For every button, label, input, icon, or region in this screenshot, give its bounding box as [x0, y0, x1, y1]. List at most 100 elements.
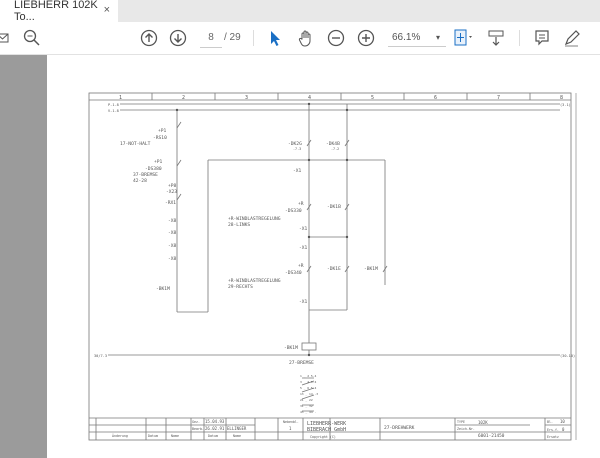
terminal-label: -X1 [299, 245, 308, 251]
zoom-out-button[interactable] [326, 28, 346, 48]
column-number: 8 [560, 95, 563, 101]
column-number: 6 [434, 95, 437, 101]
comment-icon[interactable] [532, 28, 552, 48]
terminal-label: -X1 [299, 299, 308, 305]
toolbar-divider [253, 30, 254, 46]
tb-label: Zeich-Nr. [457, 427, 475, 431]
title-block: Gez. 15.04.93 Bearb. 26.02.91 ELLINGER Ä… [112, 419, 565, 439]
zoom-in-button[interactable] [356, 28, 376, 48]
component-label: +R [298, 201, 304, 207]
terminal-label: -X1 [293, 168, 302, 174]
drawing-title: 27-DREHWERK [384, 425, 415, 431]
column-number: 7 [497, 95, 500, 101]
terminal-label: -X8 [168, 230, 177, 236]
copyright: Copyright (C) [310, 435, 336, 439]
component-label: +P1 [154, 159, 163, 165]
tb-label: Bearb. [192, 427, 204, 431]
tb-label: Ers.f. [547, 428, 559, 432]
rail-label: V-1.8 [108, 109, 119, 113]
component-label: -DK4B [326, 141, 340, 147]
component-label: +P8 [168, 183, 177, 189]
relay-coil [301, 342, 317, 351]
component-label: +R-WINDLASTREGELUNG [228, 216, 281, 222]
terminal-label: -X8 [168, 218, 177, 224]
tb-label: Änderung [112, 433, 128, 438]
component-label: 28-LINKS [228, 222, 250, 228]
terminal-label: -X8 [168, 243, 177, 249]
zoom-level-select[interactable]: 66.1% ▾ [388, 29, 446, 47]
component-label: -DS340 [285, 270, 302, 276]
page-number-input[interactable]: 8 [200, 29, 222, 48]
navigation-pane [0, 55, 47, 458]
search-icon[interactable] [22, 28, 42, 48]
column-number: 2 [182, 95, 185, 101]
component-label: 37-BREMSE [133, 172, 158, 178]
tb-label: TYPE [457, 420, 465, 424]
scroll-mode-icon[interactable] [486, 28, 506, 48]
component-label: -DK1B [327, 204, 341, 210]
contact-entry: 31 _ 32 [300, 404, 313, 408]
component-label: 42-28 [133, 178, 147, 184]
company-name: LIEBHERR-WERK [307, 421, 346, 427]
component-label: 29-RECHTS [228, 284, 253, 290]
component-label: -DK2G [288, 141, 302, 147]
tb-label: Datum [208, 434, 218, 438]
pen-icon[interactable] [562, 28, 582, 48]
contact-entry: 5 _ 6 5.4 [300, 386, 316, 390]
coil-description: 27-BREMSE [289, 360, 314, 366]
close-tab-icon[interactable]: × [103, 4, 110, 16]
component-label: -RX1 [165, 200, 176, 206]
column-number: 1 [119, 95, 122, 101]
previous-page-button[interactable] [139, 28, 159, 48]
toolbar: 8 / 29 66.1% ▾ [0, 22, 600, 55]
component-label: -DS380 [145, 166, 162, 172]
tb-label: Name [233, 434, 241, 438]
tab-title: LIEBHERR 102K To... [14, 0, 98, 23]
tb-value: 15.04.93 [205, 419, 225, 424]
tb-value: 26.02.91 [205, 426, 225, 431]
component-label: +P1 [158, 128, 167, 134]
next-page-button[interactable] [168, 28, 188, 48]
component-label: -RS10 [153, 135, 167, 141]
component-label: -X23 [166, 189, 177, 195]
component-label: +R [298, 263, 304, 269]
chevron-down-icon: ▾ [435, 33, 440, 42]
tb-label: Name [171, 434, 179, 438]
rail-label: P-1.8 [108, 103, 119, 107]
select-tool-icon[interactable] [266, 28, 284, 48]
contact-entry: 13 _ 14 .3 [300, 392, 318, 396]
hand-tool-icon[interactable] [296, 28, 316, 48]
tb-label: Bl. [547, 420, 553, 424]
rail-label: (30-10) [560, 354, 575, 358]
component-label: -DS330 [285, 208, 302, 214]
contact-entry: 21 _ 22 [300, 398, 313, 402]
toolbar-divider [519, 30, 520, 46]
document-tab[interactable]: LIEBHERR 102K To... × [0, 0, 118, 23]
coil-label: -BK1M [284, 345, 298, 351]
component-ref: -7.2 [331, 147, 339, 151]
rail-label: 30/7.3 [94, 354, 107, 358]
terminal-label: -X8 [168, 256, 177, 262]
page-total: / 29 [224, 32, 241, 43]
schematic-drawing: 1 2 3 4 5 6 7 8 P-1.8 (3.1) V-1.8 30/7.3… [88, 92, 577, 441]
tb-value: 10 [560, 419, 565, 424]
component-label: -BK1M [156, 286, 170, 292]
component-label: -DK1E [327, 266, 341, 272]
fit-page-button[interactable] [452, 28, 476, 48]
column-number: 5 [371, 95, 374, 101]
tb-label: Datum [148, 434, 158, 438]
document-page[interactable]: 1 2 3 4 5 6 7 8 P-1.8 (3.1) V-1.8 30/7.3… [47, 55, 600, 458]
tb-label: Ersatz [547, 435, 559, 439]
company-name: BIBERACH GmbH [307, 427, 346, 433]
tab-bar: LIEBHERR 102K To... × [0, 0, 600, 23]
email-icon[interactable] [0, 28, 10, 48]
component-label: +R-WINDLASTREGELUNG [228, 278, 281, 284]
tb-value: 1 [289, 426, 292, 431]
contact-entry: 43 _ 44 . [300, 410, 316, 414]
tb-value: 0 [562, 427, 565, 432]
component-label: 17-NOT-HALT [120, 141, 151, 147]
tb-label: Nebenbl. [283, 420, 299, 424]
tb-value: ELLINGER [227, 426, 247, 431]
column-number: 4 [308, 95, 311, 101]
contact-entry: 1 _ 2 5.4 [300, 374, 316, 378]
